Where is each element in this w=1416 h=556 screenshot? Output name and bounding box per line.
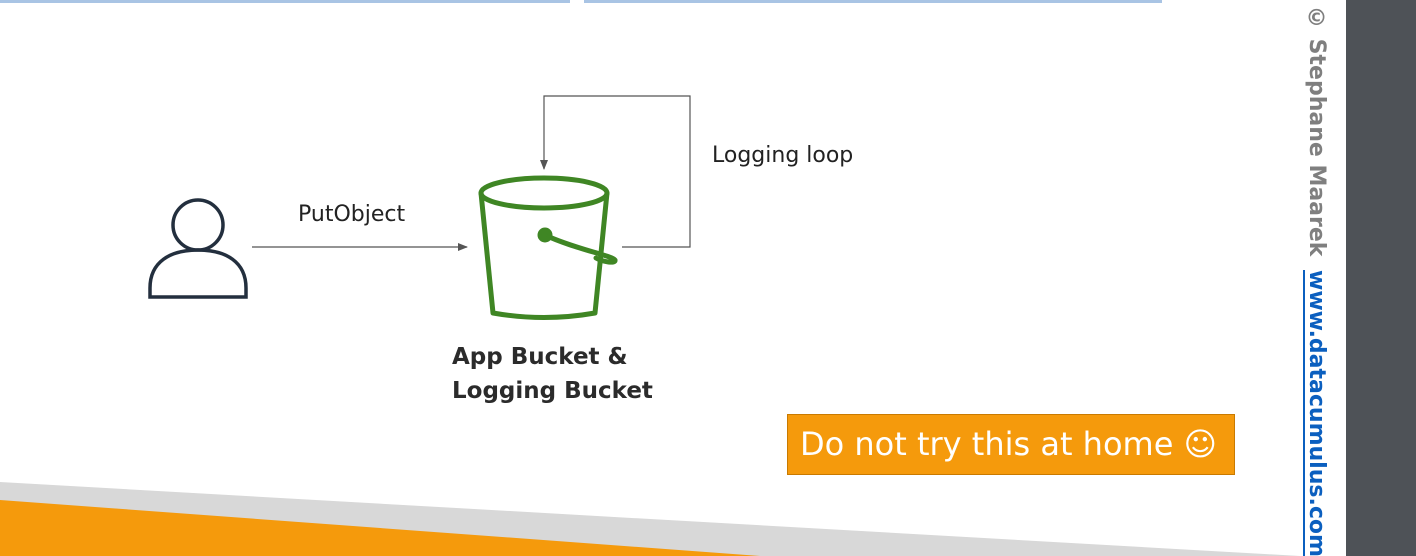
put-object-label: PutObject [298, 202, 406, 227]
logging-loop-label: Logging loop [712, 143, 854, 168]
user-icon [148, 198, 248, 299]
logging-loop-arrow [540, 95, 691, 248]
bucket-label-line2: Logging Bucket [452, 378, 653, 404]
top-divider-right [584, 0, 1162, 3]
top-divider-left [0, 0, 570, 3]
side-panel [1346, 0, 1416, 556]
side-credit-text: © Stephane Maarek www.datacumulus.com [1304, 6, 1329, 556]
s3-bucket-icon [478, 175, 618, 320]
warning-callout: Do not try this at home ☺ [787, 414, 1235, 475]
author-credit: © Stephane Maarek [1304, 6, 1329, 257]
bucket-label: App Bucket & Logging Bucket [452, 340, 653, 408]
bucket-label-line1: App Bucket & [452, 344, 628, 370]
footer-accent-stripe [0, 500, 760, 556]
website-link[interactable]: www.datacumulus.com [1304, 270, 1329, 556]
side-credit: © Stephane Maarek www.datacumulus.com [1296, 6, 1336, 556]
